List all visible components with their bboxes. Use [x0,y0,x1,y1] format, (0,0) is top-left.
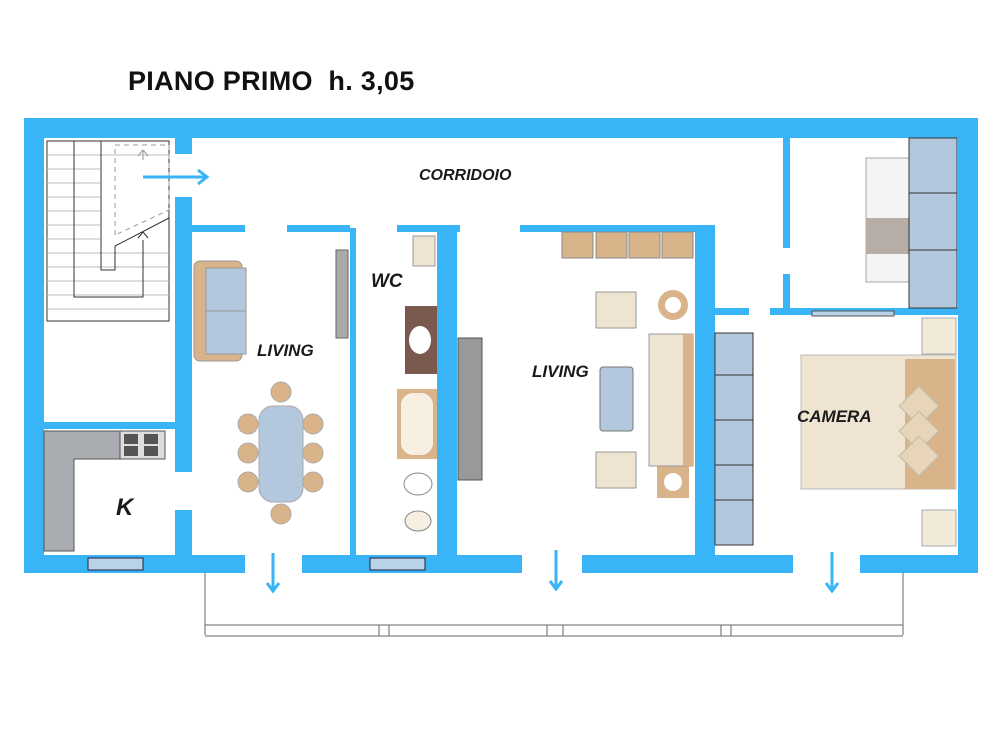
double-bed [800,354,957,490]
bidet [403,472,433,496]
wall [437,228,457,555]
room-label-living: LIVING [257,341,314,360]
coffee-table [599,366,634,432]
wall [397,225,460,232]
wall [44,422,175,429]
nightstand [921,317,957,547]
sofa [648,333,694,467]
radiator [457,337,483,481]
bathtub [397,389,437,459]
window [87,557,426,571]
terrace-outline [204,573,904,637]
exit-arrow-icon [265,550,840,594]
wall [175,138,192,154]
window [811,310,895,317]
sideboard [561,231,694,259]
dining-table [237,381,324,525]
entry-arrow-icon [143,168,210,186]
room-label-living: LIVING [532,362,589,381]
room-label-camera: CAMERA [797,407,872,426]
wall-bottom [582,555,793,573]
floor-title: PIANO PRIMO h. 3,05 [128,66,415,96]
wall [695,228,715,555]
wall-right [958,118,978,573]
wall-left [24,118,44,573]
room-label-corridoio: CORRIDOIO [419,167,512,184]
wardrobe [908,137,958,309]
wall [715,308,749,315]
wall [783,274,790,310]
toilet [404,510,432,532]
wall [175,197,192,472]
room-label-kitchen: K [116,494,134,521]
wardrobe [714,332,754,546]
wall-top [24,118,978,138]
wall [350,228,356,555]
staircase [46,140,170,322]
side-table [657,290,689,498]
sofa [193,260,247,362]
single-bed [865,157,911,283]
wall [287,225,350,232]
kitchen-counter [43,430,166,552]
wall [520,225,715,232]
wall [783,138,790,248]
radiator [335,249,349,339]
wall [175,510,192,555]
armchair [595,291,637,489]
wall-bottom [860,555,978,573]
room-label-wc: WC [371,271,403,292]
wall [192,225,245,232]
cabinet [412,235,436,267]
sink [405,306,437,374]
